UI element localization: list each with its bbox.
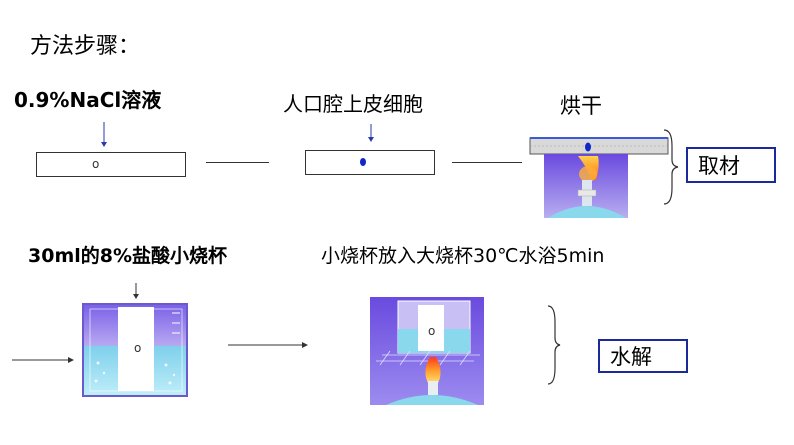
cell-dot-icon xyxy=(360,158,366,166)
saline-drop-mark: o xyxy=(92,157,100,171)
nacl-solution-label: 0.9%NaCl溶液 xyxy=(14,88,162,112)
drying-label: 烘干 xyxy=(560,94,602,118)
small-beaker-icon xyxy=(82,303,188,397)
step-hydrolysis-box: 水解 xyxy=(598,339,688,373)
drying-apparatus-icon xyxy=(529,137,669,218)
step-collect-box: 取材 xyxy=(686,147,776,183)
connector-line xyxy=(452,162,522,163)
water-bath-slide-mark: o xyxy=(428,324,436,338)
page-title: 方法步骤： xyxy=(30,34,141,59)
arrow-right-icon xyxy=(228,342,308,348)
glass-slide-with-cells xyxy=(305,150,435,175)
glass-slide-with-saline xyxy=(36,152,186,177)
small-beaker-slide-mark: o xyxy=(134,341,142,355)
water-bath-label: 小烧杯放入大烧杯30℃水浴5min xyxy=(321,245,605,267)
oral-epithelial-cells-label: 人口腔上皮细胞 xyxy=(283,92,423,116)
water-bath-icon xyxy=(370,297,484,405)
brace-icon xyxy=(547,305,561,385)
arrow-right-icon xyxy=(12,357,74,363)
connector-line xyxy=(206,162,269,163)
hcl-beaker-label: 30ml的8%盐酸小烧杯 xyxy=(28,245,228,267)
brace-icon xyxy=(663,129,679,205)
